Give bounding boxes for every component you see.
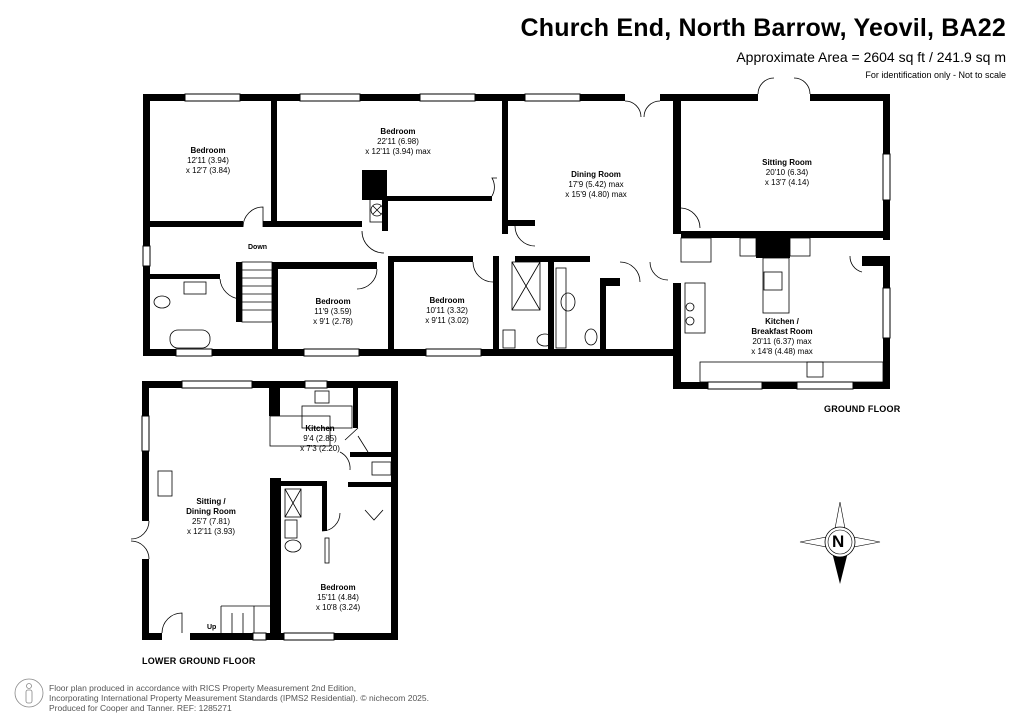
lower-windows [141,380,335,641]
compass-rose [799,501,881,584]
disclaimer-note: For identification only - Not to scale [865,70,1006,80]
footer-line-3: Produced for Cooper and Tanner. REF: 128… [49,703,232,713]
windows [142,93,891,390]
approximate-area: Approximate Area = 2604 sq ft / 241.9 sq… [736,49,1006,65]
lower-ground-floor-label: LOWER GROUND FLOOR [142,656,256,666]
footer-notes: Floor plan produced in accordance with R… [49,683,429,713]
room-label-kitchen-breakfast: Kitchen / Breakfast Room 20'11 (6.37) ma… [751,317,813,356]
page-title: Church End, North Barrow, Yeovil, BA22 [520,14,1006,42]
doors [219,77,863,300]
room-label-bedroom-1: Bedroom 12'11 (3.94) x 12'7 (3.84) [185,146,231,175]
room-label-dining-room: Dining Room 17'9 (5.42) max x 15'9 (4.80… [565,170,627,199]
person-icon [14,678,44,708]
lower-fixtures [130,390,392,634]
footer-line-2: Incorporating International Property Mea… [49,693,429,703]
room-label-lower-kitchen: Kitchen 9'4 (2.85) x 7'3 (2.20) [300,424,340,453]
room-label-bedroom-4: Bedroom 10'11 (3.32) x 9'11 (3.02) [425,296,469,325]
room-label-bedroom-2: Bedroom 22'11 (6.98) x 12'11 (3.94) max [365,127,431,156]
room-label-lower-bedroom: Bedroom 15'11 (4.84) x 10'8 (3.24) [315,583,361,612]
footer-line-1: Floor plan produced in accordance with R… [49,683,357,693]
stairs-down-label: Down [248,244,268,251]
ground-floor-label: GROUND FLOOR [824,404,901,414]
stairs-up-label: Up [207,624,217,631]
room-label-sitting-room: Sitting Room 20'10 (6.34) x 13'7 (4.14) [762,158,812,187]
compass-north-label: N [832,532,845,551]
room-label-sitting-dining: Sitting / Dining Room 25'7 (7.81) x 12'1… [186,497,236,536]
room-label-bedroom-3: Bedroom 11'9 (3.59) x 9'1 (2.78) [313,297,353,326]
fixtures [153,196,884,383]
